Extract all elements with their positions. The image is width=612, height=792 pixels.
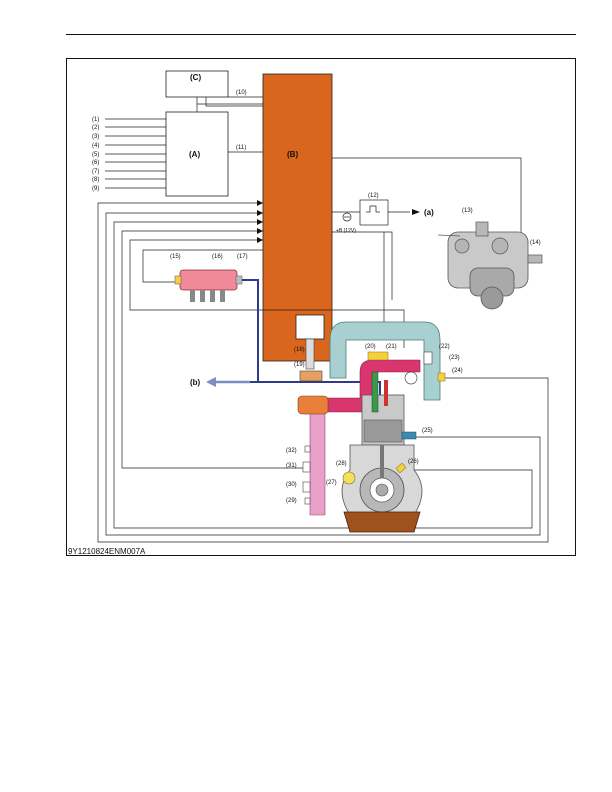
label-20: (20) xyxy=(365,344,376,350)
rail-label-15: (15) xyxy=(170,254,181,260)
pump-label-14: (14) xyxy=(530,240,541,246)
label-18: (18) xyxy=(294,347,305,353)
wire-label-10: (10) xyxy=(236,90,247,96)
figure-caption: 9Y1210824ENM007A xyxy=(68,547,146,556)
block-c-label: (C) xyxy=(190,73,201,82)
exhaust-pipe xyxy=(304,397,326,516)
label-28: (28) xyxy=(336,461,347,467)
supply-pump xyxy=(437,221,543,310)
label-19: (19) xyxy=(294,362,305,368)
input-label-9: (9) xyxy=(92,186,99,192)
input-label-2: (2) xyxy=(92,125,99,131)
label-26: (26) xyxy=(408,459,419,465)
input-label-8: (8) xyxy=(92,177,99,183)
block-a xyxy=(165,111,229,197)
supply-label: +B (12V) xyxy=(336,228,356,234)
relay-label-12: (12) xyxy=(368,193,379,199)
oil-pan xyxy=(343,511,421,533)
label-25: (25) xyxy=(422,428,433,434)
arrow-b xyxy=(206,377,216,387)
input-label-6: (6) xyxy=(92,160,99,166)
block-b-ecu xyxy=(262,73,333,362)
rail-label-16: (16) xyxy=(212,254,223,260)
fuel-line-injector xyxy=(258,381,381,400)
label-32: (32) xyxy=(286,448,297,454)
label-30: (30) xyxy=(286,482,297,488)
wire-label-11: (11) xyxy=(236,145,246,151)
input-label-3: (3) xyxy=(92,134,99,140)
block-b-label: (B) xyxy=(287,150,298,159)
arrow-label-b: (b) xyxy=(190,378,201,387)
input-label-7: (7) xyxy=(92,169,99,175)
diagram-frame xyxy=(66,58,576,556)
input-label-1: (1) xyxy=(92,117,99,123)
label-21: (21) xyxy=(386,344,397,350)
arrow-a xyxy=(412,209,420,215)
label-22: (22) xyxy=(439,344,450,350)
common-rail xyxy=(174,269,243,302)
label-24: (24) xyxy=(452,368,463,374)
label-29: (29) xyxy=(286,498,297,504)
block-c xyxy=(165,70,229,98)
block-a-label: (A) xyxy=(189,150,200,159)
arrow-label-a: (a) xyxy=(424,208,434,217)
page-header-rule xyxy=(66,34,576,35)
sensors xyxy=(302,351,446,505)
pump-label-13: (13) xyxy=(462,208,473,214)
label-23: (23) xyxy=(449,355,460,361)
coolant-jacket xyxy=(329,321,441,401)
input-label-5: (5) xyxy=(92,152,99,158)
input-label-4: (4) xyxy=(92,143,99,149)
relay-12 xyxy=(342,199,389,226)
control-wiring xyxy=(97,96,549,543)
ecu-input-arrows xyxy=(257,200,263,243)
label-31: (31) xyxy=(286,463,297,469)
engine-block xyxy=(341,371,423,516)
label-27: (27) xyxy=(326,480,337,486)
rail-label-17: (17) xyxy=(237,254,248,260)
egr-valve xyxy=(295,314,325,382)
